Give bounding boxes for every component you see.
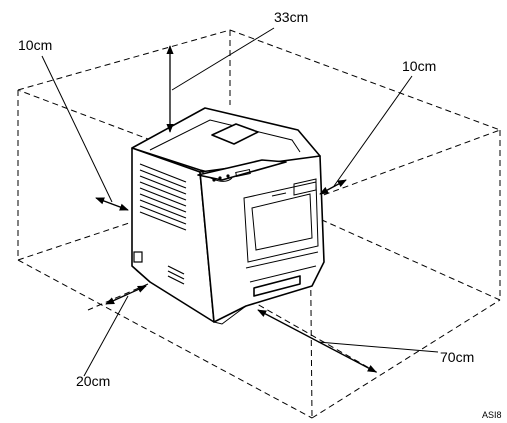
control-panel <box>197 159 287 181</box>
side-vents <box>139 163 187 285</box>
label-front-clearance: 70cm <box>440 349 474 365</box>
printer <box>131 107 325 325</box>
arrow-front <box>257 309 377 373</box>
arrow-right <box>319 179 347 195</box>
arrow-back <box>105 285 147 305</box>
label-back-clearance: 20cm <box>76 373 110 389</box>
leader-lines <box>41 27 439 377</box>
label-left-clearance: 10cm <box>18 37 52 53</box>
figure-code: ASI8 <box>482 410 502 420</box>
label-top-clearance: 33cm <box>274 9 308 25</box>
paper-tray-handle <box>253 275 301 297</box>
clearance-arrows <box>95 45 377 373</box>
printer-left-side <box>131 147 215 323</box>
power-connector <box>133 251 143 263</box>
arrow-left <box>95 197 129 211</box>
output-tray <box>211 123 259 145</box>
label-right-clearance: 10cm <box>402 58 436 74</box>
